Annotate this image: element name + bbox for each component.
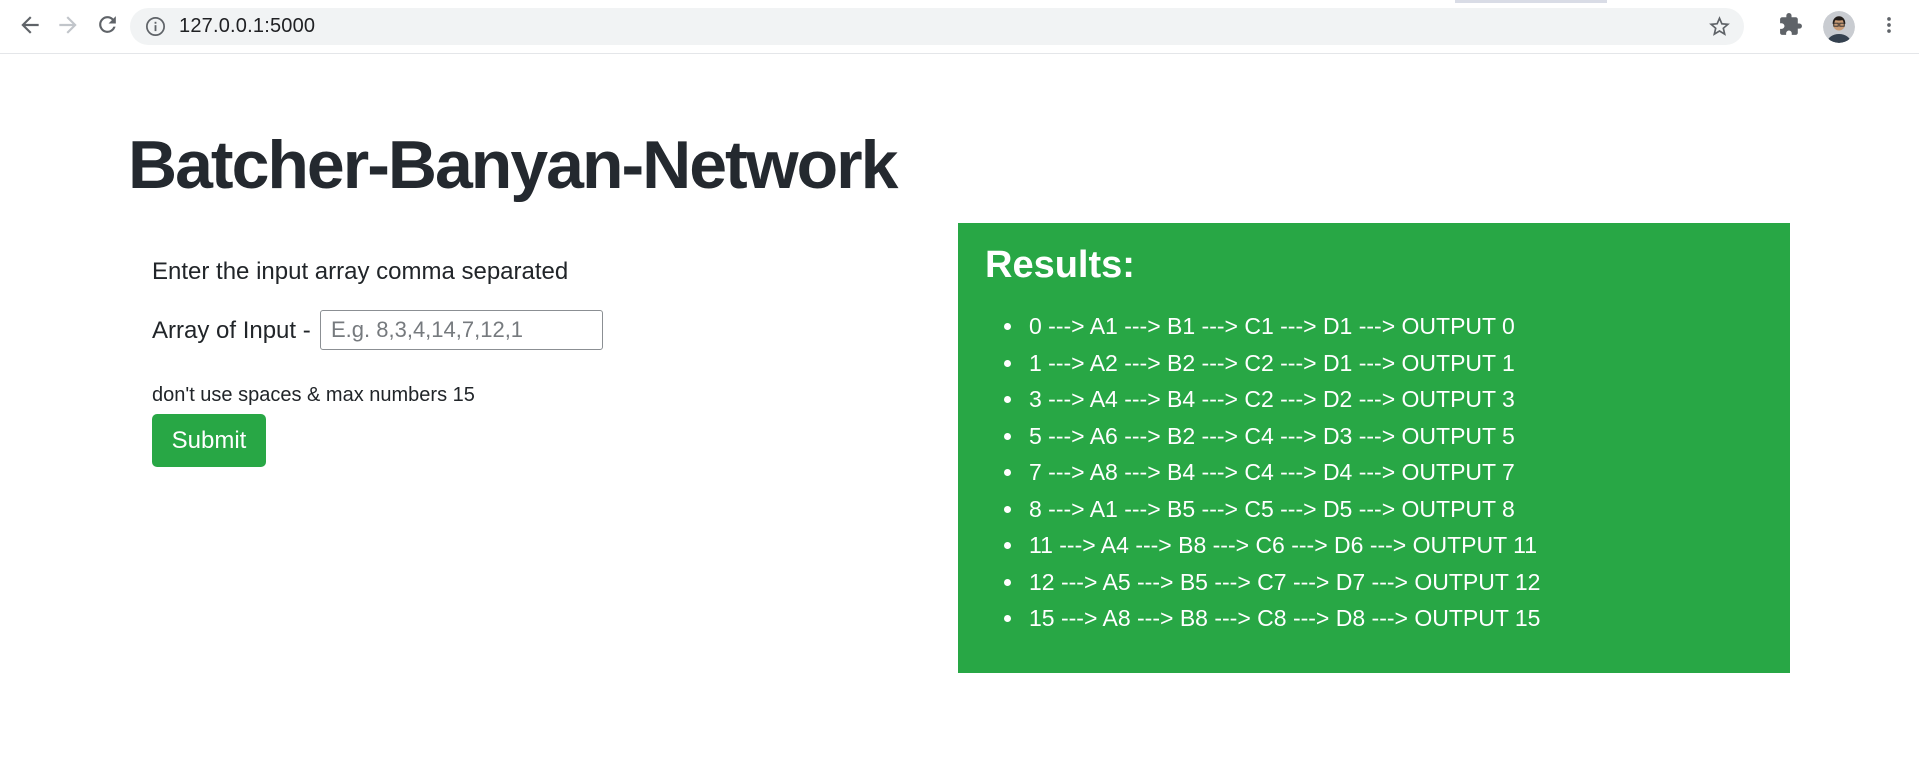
extensions-puzzle-icon	[1778, 12, 1803, 42]
results-heading: Results:	[985, 244, 1135, 286]
result-item: 11 ---> A4 ---> B8 ---> C6 ---> D6 ---> …	[1025, 527, 1770, 564]
back-icon	[17, 12, 43, 43]
form-instruction: Enter the input array comma separated	[152, 258, 569, 285]
kebab-menu-icon	[1878, 14, 1900, 41]
bookmark-star-icon[interactable]	[1702, 11, 1736, 42]
page-title: Batcher-Banyan-Network	[128, 127, 898, 203]
browser-toolbar: 127.0.0.1:5000	[0, 0, 1919, 54]
result-item: 3 ---> A4 ---> B4 ---> C2 ---> D2 ---> O…	[1025, 381, 1770, 418]
results-list: 0 ---> A1 ---> B1 ---> C1 ---> D1 ---> O…	[985, 308, 1770, 637]
array-input-label: Array of Input -	[152, 317, 311, 344]
profile-avatar-image	[1823, 11, 1855, 43]
result-item: 5 ---> A6 ---> B2 ---> C4 ---> D3 ---> O…	[1025, 418, 1770, 455]
submit-button[interactable]: Submit	[152, 414, 266, 467]
back-button[interactable]	[12, 9, 48, 45]
forward-button[interactable]	[50, 9, 86, 45]
reload-icon	[95, 12, 120, 42]
array-input[interactable]	[320, 310, 603, 350]
address-bar[interactable]: 127.0.0.1:5000	[130, 8, 1744, 45]
window-edge-artifact	[1455, 0, 1607, 3]
result-item: 7 ---> A8 ---> B4 ---> C4 ---> D4 ---> O…	[1025, 454, 1770, 491]
form-hint: don't use spaces & max numbers 15	[152, 384, 475, 406]
forward-icon	[55, 12, 81, 43]
extensions-button[interactable]	[1772, 9, 1808, 45]
result-item: 1 ---> A2 ---> B2 ---> C2 ---> D1 ---> O…	[1025, 345, 1770, 382]
browser-menu-button[interactable]	[1871, 9, 1907, 45]
result-item: 8 ---> A1 ---> B5 ---> C5 ---> D5 ---> O…	[1025, 491, 1770, 528]
result-item: 15 ---> A8 ---> B8 ---> C8 ---> D8 ---> …	[1025, 600, 1770, 637]
results-panel: Results: 0 ---> A1 ---> B1 ---> C1 ---> …	[958, 223, 1790, 673]
url-text[interactable]: 127.0.0.1:5000	[179, 15, 316, 37]
result-item: 0 ---> A1 ---> B1 ---> C1 ---> D1 ---> O…	[1025, 308, 1770, 345]
result-item: 12 ---> A5 ---> B5 ---> C7 ---> D7 ---> …	[1025, 564, 1770, 601]
reload-button[interactable]	[89, 9, 125, 45]
site-info-icon[interactable]	[144, 15, 167, 38]
profile-avatar[interactable]	[1821, 9, 1857, 45]
